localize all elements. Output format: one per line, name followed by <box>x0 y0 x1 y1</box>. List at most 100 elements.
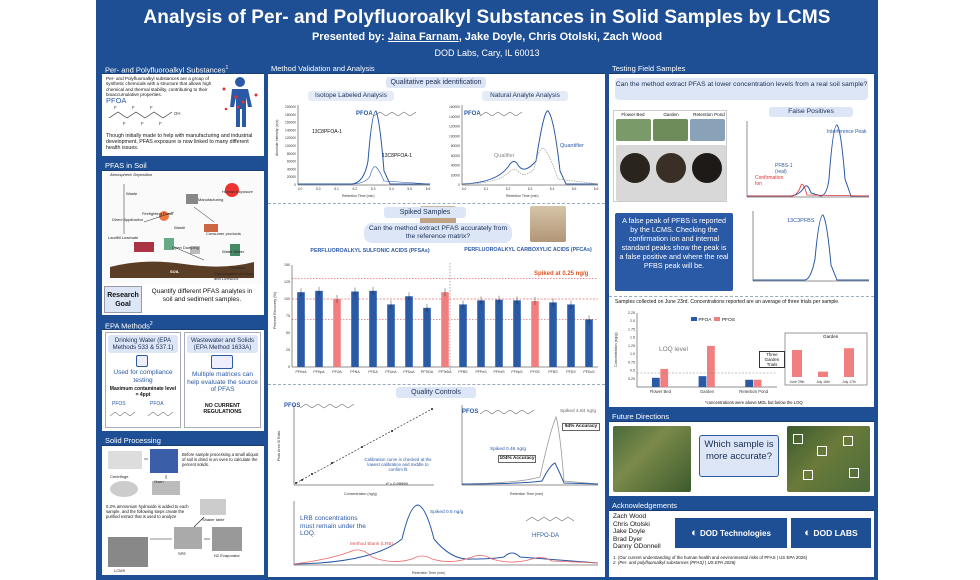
solid-processing-diagram <box>108 449 242 567</box>
panel-pfas-intro: Per- and Polyfluoroalkyl Substances1 Per… <box>102 63 264 156</box>
qc-acc-1: 94% Accuracy <box>562 423 600 431</box>
affiliation: DOD Labs, Cary, IL 60013 <box>434 48 540 58</box>
soil-diagram-label: Firefighting Foam <box>142 211 174 216</box>
iso-y-tick: 60000 <box>287 160 296 164</box>
garden-photo <box>653 119 688 141</box>
pfoa-label: PFOA <box>106 96 127 105</box>
svg-text:F: F <box>150 105 153 110</box>
spiked-bar <box>567 304 575 367</box>
panel-acknowledgements: Acknowledgements Zach Wood Chris Otolski… <box>609 500 874 577</box>
spiked-bar <box>315 290 323 367</box>
spiked-bar <box>369 290 377 367</box>
nat-pfoa-label: PFOA <box>464 111 481 117</box>
wastewater-icon <box>211 355 233 369</box>
human-body-icon <box>222 77 258 127</box>
spiked-y-tick: 50 <box>286 331 290 335</box>
spiked-bar <box>297 292 305 367</box>
inset-bar <box>792 350 802 377</box>
qc-peaks-x-label: Retention Time (min) <box>510 492 543 496</box>
soil-photo-right <box>530 206 566 242</box>
solid-step-1: Before sample processing a small aliquot… <box>182 452 259 467</box>
spiked-bar <box>423 307 431 367</box>
field-y-tick: 1.25 <box>628 344 635 348</box>
iso-y-tick: 120000 <box>285 136 296 140</box>
lrb-blank-label: Method Blank (LRB) <box>350 542 394 547</box>
soil-diagram-label: SOIL <box>170 269 180 274</box>
fp-pfbs: PFBS-1 (real) <box>775 163 793 175</box>
panel-title-field: Testing Field Samples <box>609 63 874 74</box>
panel-title-method: Method Validation and Analysis <box>268 63 605 74</box>
field-footnote: *concentrations were above MDL but below… <box>705 400 803 405</box>
spiked-x-tick: PFDoS <box>583 370 595 374</box>
qc-peak-mol: PFOS <box>462 409 479 415</box>
future-question: Which sample is more accurate? <box>699 435 779 477</box>
spiked-bar <box>333 299 341 367</box>
nat-x-tick: 4.0 <box>462 187 467 191</box>
poster-header: Analysis of Per- and Polyfluoroalkyl Sub… <box>96 0 878 62</box>
photo-label-garden: Garden <box>663 112 679 117</box>
solid-step-label: LCMS <box>114 568 126 573</box>
field-y-tick: 1.0 <box>630 352 635 356</box>
spiked-x-tick: PFOS <box>530 370 540 374</box>
lrb-spike-label: Spiked 0.5 ng/g <box>430 510 464 515</box>
spiked-x-tick: PFHpA <box>313 370 325 374</box>
field-y-tick: 0.5 <box>630 369 635 373</box>
spiked-y-tick: 75 <box>286 314 290 318</box>
presented-by: Presented by: <box>311 31 385 43</box>
qc-title: Quality Controls <box>396 387 476 398</box>
no-regulations: NO CURRENT REGULATIONS <box>203 403 242 416</box>
dod-technologies-logo: ◐ DOD Technologies <box>675 518 787 548</box>
nat-y-tick: 20000 <box>451 173 460 177</box>
research-goal-label: Research Goal <box>104 286 142 313</box>
spiked-y-tick: 125 <box>284 280 290 284</box>
future-photo-left <box>613 426 691 492</box>
flower-bed-photo <box>616 119 651 141</box>
carboxylic-title: PERFLUOROALKYL CARBOXYLIC ACIDS (PFCAs) <box>464 247 592 253</box>
spiked-x-tick: PFNS <box>548 370 558 374</box>
spiked-at-label: Spiked at 0.25 ng/g <box>534 271 589 277</box>
field-y-tick: 0.75 <box>628 360 635 364</box>
spiked-bar <box>351 291 359 367</box>
epa-drinking-water: Drinking Water (EPA Methods 533 & 537.1)… <box>105 332 181 428</box>
field-question: Can the method extract PFAS at lower con… <box>615 78 868 100</box>
panel-title-soil: PFAS in Soil <box>102 160 264 171</box>
nat-chromatogram: 1600001400001200001000008000060000400002… <box>449 105 598 198</box>
panel-future: Future Directions Which sample is more a… <box>609 411 874 496</box>
qc-peak-structure <box>479 409 535 415</box>
iso-peak-label-1: 13C8PFOA-1 <box>312 129 343 135</box>
iso-y-tick: 40000 <box>287 167 296 171</box>
intro-text-2: Though initially made to help with manuf… <box>106 133 253 152</box>
nat-y-ticks: 1600001400001200001000008000060000400002… <box>449 105 598 191</box>
qual-title: Qualitative peak identification <box>386 77 486 88</box>
field-bar <box>698 376 707 387</box>
inset-bar <box>818 371 828 377</box>
epa-wastewater: Wastewater and Solids (EPA Method 1633A)… <box>184 332 261 428</box>
drinking-water-title: Drinking Water (EPA Methods 533 & 537.1) <box>108 335 178 353</box>
qc-r2: r² = 0.99999 <box>386 481 408 486</box>
soil-diagram-label: Consumer products <box>206 231 241 236</box>
nat-title: Natural Analyte Analysis <box>482 91 568 101</box>
spiked-bar <box>585 319 593 367</box>
spiked-x-tick: PFDoA <box>403 370 415 374</box>
nat-x-axis-label: Retention Time (min) <box>506 194 538 198</box>
svg-text:F: F <box>159 121 162 126</box>
panel-title-solid: Solid Processing <box>102 435 264 446</box>
iso-x-tick: 4.0 <box>298 187 303 191</box>
poster-title: Analysis of Per- and Polyfluoroalkyl Sub… <box>143 7 831 28</box>
qualifier-label: Qualifier <box>494 153 515 159</box>
drinking-water-use: Used for compliance testing <box>113 369 173 384</box>
nat-y-tick: 140000 <box>449 115 460 119</box>
pond-photo <box>690 119 725 141</box>
field-x-tick: Garden <box>700 389 715 394</box>
soil-diagram-label: Waste <box>174 225 186 230</box>
soil-samples-photo <box>616 145 726 201</box>
spiked-y-tick: 25 <box>286 348 290 352</box>
field-y-tick: 1.5 <box>630 336 635 340</box>
soil-diagram-label: Atmospheric Deposition <box>110 172 153 177</box>
solid-step-label: N2 Evaporator <box>214 553 240 558</box>
nat-x-tick: 5.1 <box>484 187 489 191</box>
spiked-y-tick: 100 <box>284 297 290 301</box>
